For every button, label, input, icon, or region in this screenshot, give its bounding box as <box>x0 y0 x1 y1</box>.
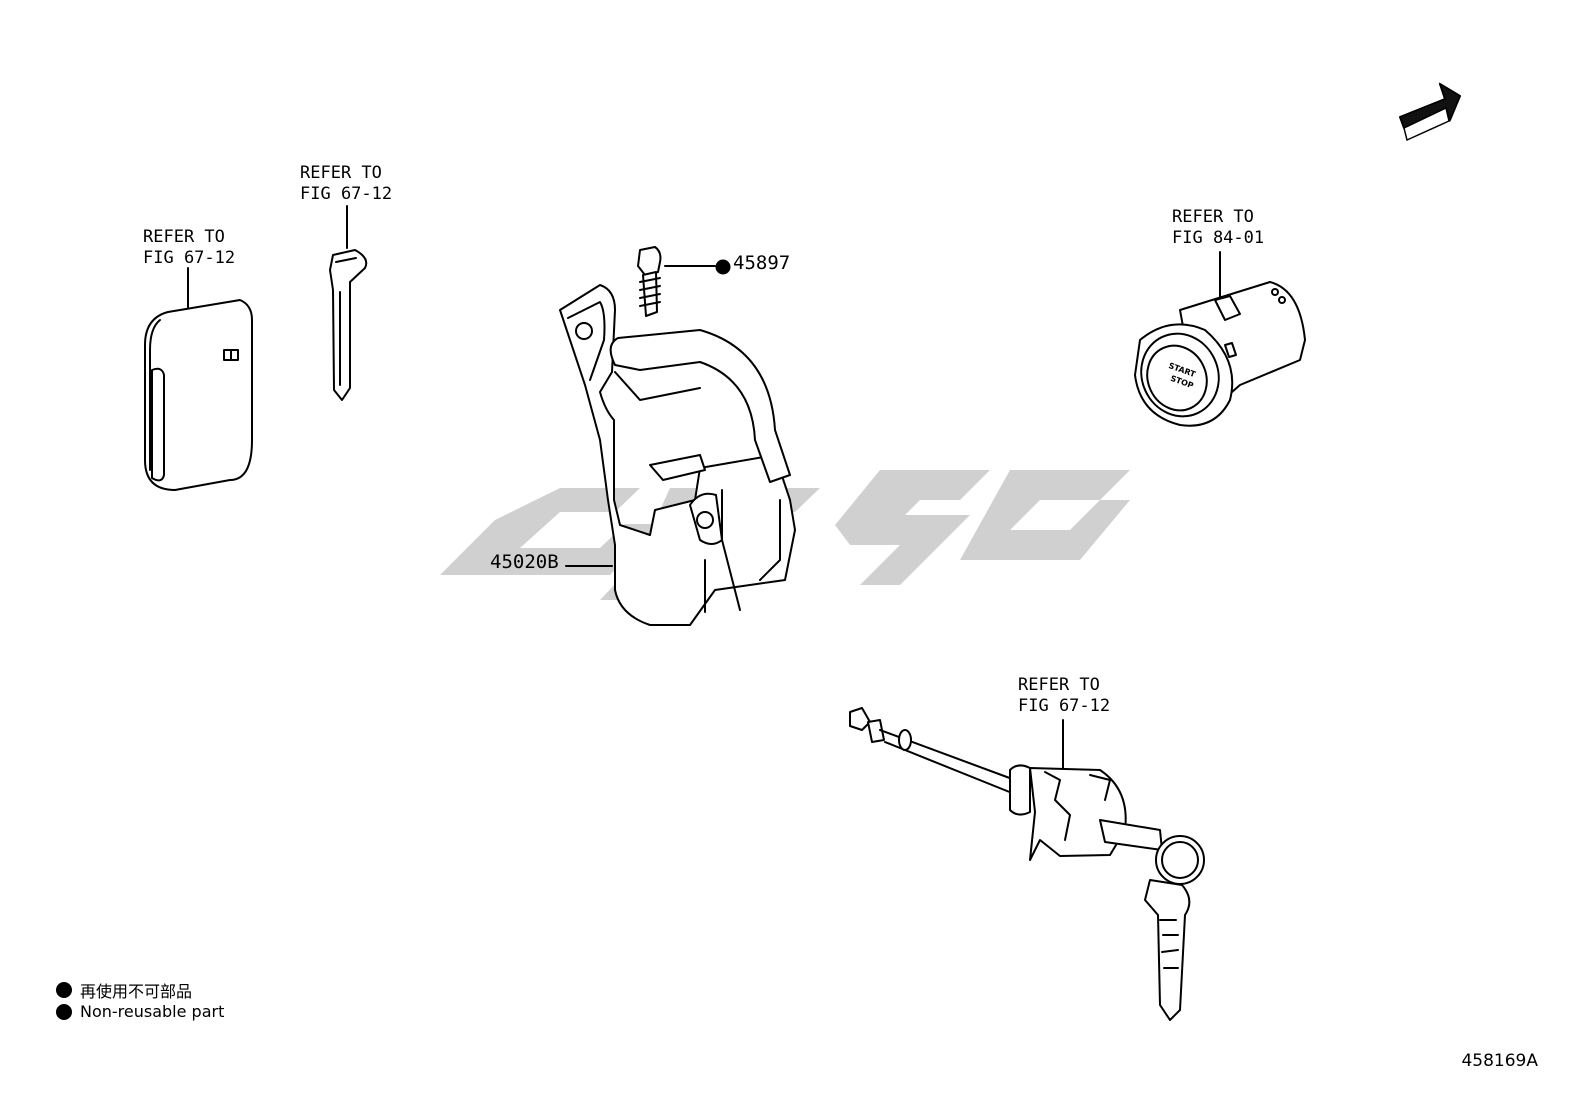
door-cylinder-reference-label: REFER TO FIG 67-12 <box>1018 675 1111 716</box>
fwd-arrow-icon <box>1399 82 1461 142</box>
start-stop-switch-illustration: START STOP <box>1134 251 1306 427</box>
non-reusable-dot-icon <box>56 1003 72 1020</box>
bolt-illustration <box>637 246 731 317</box>
steering-lock-illustration <box>559 284 796 626</box>
start-switch-reference-label: REFER TO FIG 84-01 <box>1172 207 1265 248</box>
non-reusable-dot-icon <box>715 259 731 275</box>
mechanical-key-illustration <box>329 205 368 401</box>
legend-text-en: Non-reusable part <box>80 1002 225 1021</box>
smart-key-reference-label: REFER TO FIG 67-12 <box>143 227 236 268</box>
illustration-id: 458169A <box>1461 1051 1538 1071</box>
part-number-45020b: 45020B <box>490 551 559 573</box>
smart-key-fob-illustration <box>144 267 253 491</box>
mechanical-key-reference-label: REFER TO FIG 67-12 <box>300 163 393 204</box>
non-reusable-dot-icon <box>56 982 72 998</box>
legend-row-en: Non-reusable part <box>56 1002 224 1021</box>
legend-row-jp: 再使用不可部品 <box>56 978 192 1002</box>
legend-text-jp: 再使用不可部品 <box>80 982 193 1001</box>
part-number-45897: 45897 <box>733 252 791 274</box>
door-key-cylinder-illustration <box>849 707 1205 1021</box>
